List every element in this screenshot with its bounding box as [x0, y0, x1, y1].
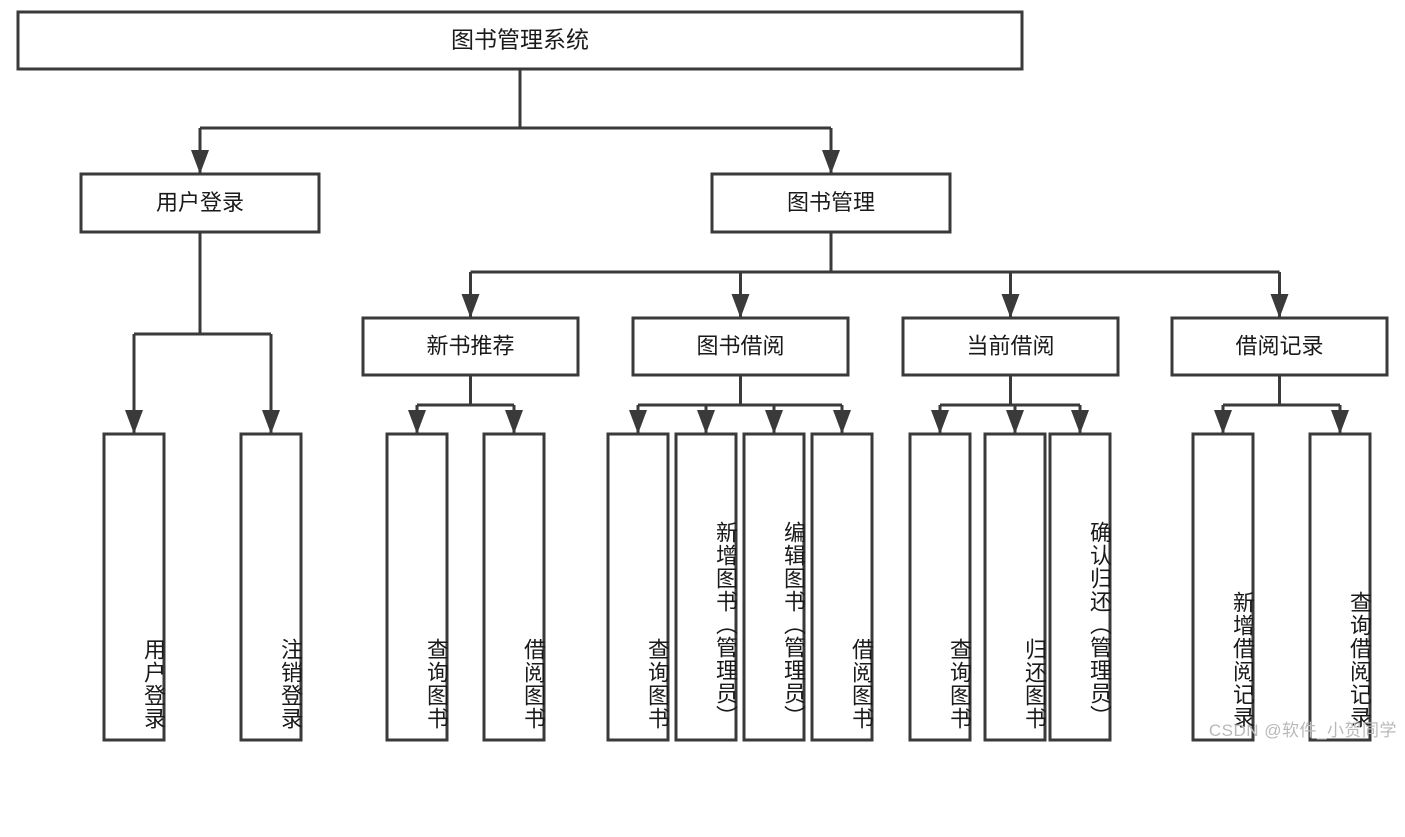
node-label-root: 图书管理系统 — [451, 27, 589, 53]
node-box-book-borrow[interactable] — [631, 316, 850, 377]
arrow-head-icon — [262, 410, 280, 434]
node-label-user-login: 用户登录 — [156, 190, 244, 215]
node-box-leaf-user-login[interactable] — [102, 432, 166, 742]
arrow-head-icon — [629, 410, 647, 434]
arrow-head-icon — [461, 294, 480, 318]
arrow-head-icon — [191, 150, 209, 174]
node-box-leaf-query-book-borrow[interactable] — [606, 432, 670, 742]
node-label-borrow-record: 借阅记录 — [1235, 333, 1323, 358]
flowchart-canvas: 图书管理系统用户登录图书管理新书推荐图书借阅当前借阅借阅记录 用户登录注销登录查… — [16, 10, 1397, 742]
node-box-current-borrow[interactable] — [901, 316, 1120, 377]
connector-layer — [125, 69, 1349, 434]
node-label-current-borrow: 当前借阅 — [966, 333, 1054, 358]
arrow-head-icon — [765, 410, 783, 434]
arrow-head-icon — [125, 410, 143, 434]
node-box-leaf-borrow-book[interactable] — [810, 432, 874, 742]
arrow-head-icon — [1006, 410, 1024, 434]
arrow-head-icon — [731, 294, 750, 318]
node-label-new-book-rec: 新书推荐 — [426, 333, 514, 358]
arrow-head-icon — [833, 410, 851, 434]
arrow-head-icon — [822, 150, 840, 174]
node-box-leaf-add-record[interactable] — [1191, 432, 1255, 742]
node-box-leaf-edit-book[interactable] — [742, 432, 806, 742]
arrow-head-icon — [1001, 294, 1020, 318]
node-box-book-manage[interactable] — [710, 172, 952, 234]
node-box-root[interactable] — [16, 10, 1024, 71]
node-box-leaf-logout[interactable] — [239, 432, 303, 742]
arrow-head-icon — [1071, 410, 1089, 434]
arrow-head-icon — [697, 410, 715, 434]
node-box-new-book-rec[interactable] — [361, 316, 580, 377]
node-label-book-manage: 图书管理 — [787, 190, 875, 215]
arrow-head-icon — [1214, 410, 1232, 434]
arrow-head-icon — [1331, 410, 1349, 434]
arrow-head-icon — [931, 410, 949, 434]
node-box-layer — [16, 10, 1389, 742]
watermark-text: CSDN @软件_小贺同学 — [1208, 721, 1397, 740]
node-box-leaf-query-book-rec[interactable] — [385, 432, 449, 742]
arrow-head-icon — [408, 410, 426, 434]
node-box-leaf-query-book-cur[interactable] — [908, 432, 972, 742]
arrow-head-icon — [505, 410, 523, 434]
node-box-leaf-borrow-book-rec[interactable] — [482, 432, 546, 742]
node-box-leaf-query-record[interactable] — [1308, 432, 1372, 742]
node-label-book-borrow: 图书借阅 — [696, 333, 784, 358]
node-box-leaf-return-book[interactable] — [983, 432, 1047, 742]
node-box-borrow-record[interactable] — [1170, 316, 1389, 377]
node-box-leaf-add-book[interactable] — [674, 432, 738, 742]
node-box-leaf-confirm-return[interactable] — [1048, 432, 1112, 742]
arrow-head-icon — [1270, 294, 1289, 318]
node-box-user-login[interactable] — [79, 172, 321, 234]
